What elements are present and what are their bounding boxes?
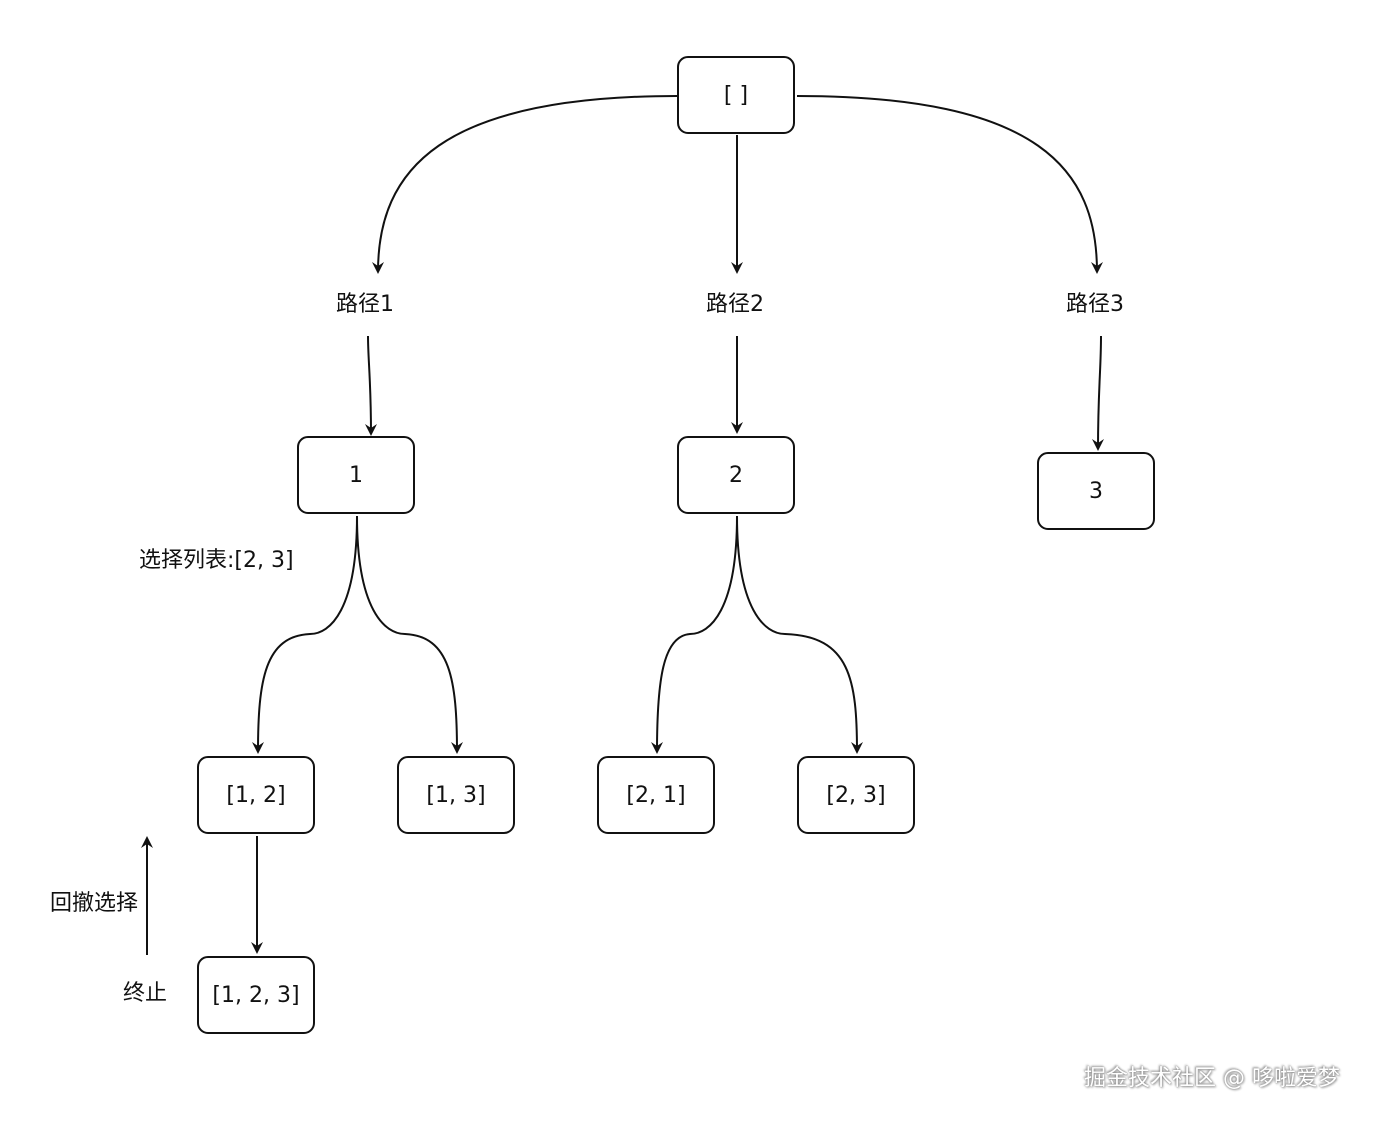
node-2-3: [2, 3] bbox=[797, 756, 915, 834]
label-path-3: 路径3 bbox=[1066, 292, 1124, 317]
node-root-label: [ ] bbox=[723, 82, 749, 108]
node-1-2-3-label: [1, 2, 3] bbox=[212, 982, 300, 1008]
node-2-1-label: [2, 1] bbox=[626, 782, 686, 808]
node-2-3-label: [2, 3] bbox=[826, 782, 886, 808]
edge-node2-n21 bbox=[651, 515, 738, 754]
label-path-1: 路径1 bbox=[336, 292, 394, 317]
edge-node2-n23 bbox=[736, 515, 863, 754]
node-3-label: 3 bbox=[1089, 478, 1103, 504]
edge-node1-n12 bbox=[252, 515, 358, 754]
node-2-1: [2, 1] bbox=[597, 756, 715, 834]
label-terminate: 终止 bbox=[123, 981, 168, 1006]
node-2-label: 2 bbox=[729, 462, 743, 488]
edge-root-path1 bbox=[372, 95, 678, 274]
label-backtrack: 回撤选择 bbox=[50, 891, 139, 916]
label-choice-list: 选择列表:[2, 3] bbox=[139, 548, 294, 573]
node-1-3-label: [1, 3] bbox=[426, 782, 486, 808]
node-root: [ ] bbox=[677, 56, 795, 134]
label-path-2: 路径2 bbox=[706, 292, 764, 317]
edge-path3-node3 bbox=[1092, 335, 1105, 451]
node-1-label: 1 bbox=[349, 462, 363, 488]
node-3: 3 bbox=[1037, 452, 1155, 530]
watermark: 掘金技术社区 @ 哆啦爱梦 bbox=[1084, 1066, 1340, 1091]
node-1-2-label: [1, 2] bbox=[226, 782, 286, 808]
node-1: 1 bbox=[297, 436, 415, 514]
edge-path1-node1 bbox=[364, 335, 377, 436]
node-1-3: [1, 3] bbox=[397, 756, 515, 834]
edge-root-path3 bbox=[796, 95, 1103, 274]
node-1-2: [1, 2] bbox=[197, 756, 315, 834]
node-2: 2 bbox=[677, 436, 795, 514]
node-1-2-3: [1, 2, 3] bbox=[197, 956, 315, 1034]
edge-node1-n13 bbox=[356, 515, 463, 754]
